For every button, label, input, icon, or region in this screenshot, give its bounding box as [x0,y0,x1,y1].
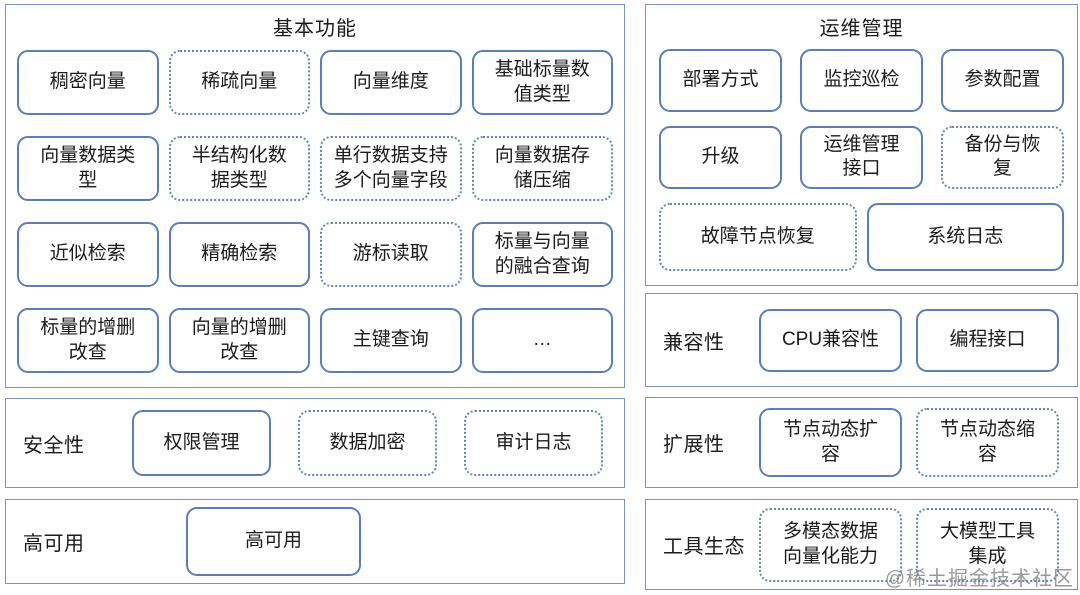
feature-label: 节点动态缩 容 [939,419,1035,465]
panel-compatibility: 兼容性 CPU兼容性 编程接口 [645,293,1078,387]
feature-box-parameter-config: 参数配置 [941,49,1064,112]
feature-label: 高可用 [244,530,302,552]
feature-label: 部署方式 [682,69,759,91]
feature-box-more-ellipsis: … [471,308,613,373]
feature-label: 游标读取 [352,243,429,265]
feature-label: … [532,329,552,351]
feature-label: 参数配置 [964,69,1041,91]
feature-box-multimodal-vectorization: 多模态数据 向量化能力 [759,507,902,582]
feature-box-backup-restore: 备份与恢 复 [941,125,1064,189]
panel-title-basic-functions: 基本功能 [273,18,357,40]
feature-label: 故障节点恢复 [700,225,815,247]
feature-box-system-log: 系统日志 [866,202,1064,271]
feature-box-audit-log: 审计日志 [464,410,603,476]
panel-basic-functions: 基本功能 稠密向量 稀疏向量 向量维度 基础标量数 值类型 向量数据类 型 半结… [5,4,625,388]
feature-label: 标量的增删 改查 [40,317,136,363]
feature-box-approximate-search: 近似检索 [17,222,159,287]
feature-box-storage-compression: 向量数据存 储压缩 [471,136,613,201]
feature-label: 系统日志 [927,225,1004,247]
panel-ops-management: 运维管理 部署方式 监控巡检 参数配置 升级 运维管理 接口 备份与恢 复 故障… [645,4,1078,286]
feature-label: 稀疏向量 [201,71,278,93]
feature-box-cursor-read: 游标读取 [320,222,462,287]
panel-title-ops-management: 运维管理 [819,18,904,40]
feature-label: 基础标量数 值类型 [494,59,590,105]
feature-label: 升级 [701,146,740,168]
feature-box-failure-node-recovery: 故障节点恢复 [659,202,857,271]
panel-label-scalability: 扩展性 [663,434,725,456]
panel-label-security: 安全性 [23,434,85,457]
feature-label: 大模型工具 集成 [939,521,1035,567]
panel-scalability: 扩展性 节点动态扩 容 节点动态缩 容 [645,397,1078,488]
feature-box-multi-vector-fields: 单行数据支持 多个向量字段 [320,136,462,201]
panel-security: 安全性 权限管理 数据加密 审计日志 [5,398,625,488]
feature-box-cpu-compatibility: CPU兼容性 [759,308,902,372]
feature-label: 向量数据类 型 [40,145,136,191]
panel-tool-ecosystem: 工具生态 多模态数据 向量化能力 大模型工具 集成 [645,499,1078,590]
feature-label: 运维管理 接口 [823,134,900,180]
feature-box-data-encryption: 数据加密 [298,410,437,476]
feature-label: 数据加密 [329,431,406,453]
feature-box-hybrid-query: 标量与向量 的融合查询 [471,222,613,287]
feature-box-vector-data-type: 向量数据类 型 [17,136,159,201]
panel-label-high-availability: 高可用 [23,533,85,555]
feature-label: 主键查询 [352,329,429,351]
panel-high-availability: 高可用 高可用 [5,499,625,584]
panel-label-compatibility: 兼容性 [663,331,725,354]
feature-box-dynamic-scale-in: 节点动态缩 容 [916,408,1059,477]
feature-label: CPU兼容性 [781,328,880,350]
feature-box-programming-api: 编程接口 [916,308,1059,372]
feature-box-upgrade: 升级 [659,125,782,189]
feature-box-dense-vector: 稠密向量 [17,50,159,115]
feature-label: 单行数据支持 多个向量字段 [333,145,448,191]
feature-box-permission-management: 权限管理 [132,410,271,476]
feature-label: 精确检索 [201,243,278,265]
ops-management-bottom-row: 故障节点恢复 系统日志 [646,189,1077,285]
feature-label: 备份与恢 复 [964,134,1041,180]
feature-label: 权限管理 [163,431,240,453]
feature-box-vector-crud: 向量的增删 改查 [168,308,310,373]
ops-management-grid: 部署方式 监控巡检 参数配置 升级 运维管理 接口 备份与恢 复 [646,41,1077,189]
feature-label: 向量的增删 改查 [191,317,287,363]
feature-label: 审计日志 [495,431,572,453]
feature-label: 半结构化数 据类型 [191,145,287,191]
feature-box-vector-dimension: 向量维度 [320,50,462,115]
feature-label: 编程接口 [949,328,1026,350]
feature-box-monitoring: 监控巡检 [800,49,923,112]
feature-label: 标量与向量 的融合查询 [494,231,590,277]
feature-box-scalar-crud: 标量的增删 改查 [17,308,159,373]
feature-label: 近似检索 [49,243,126,265]
feature-label: 稠密向量 [49,71,126,93]
feature-box-llm-tool-integration: 大模型工具 集成 [916,507,1059,582]
feature-box-high-availability: 高可用 [186,507,361,576]
feature-label: 节点动态扩 容 [782,419,878,465]
feature-box-scalar-numeric-types: 基础标量数 值类型 [471,50,613,115]
feature-box-deployment-mode: 部署方式 [659,49,782,112]
feature-label: 监控巡检 [823,69,900,91]
feature-label: 多模态数据 向量化能力 [782,521,878,567]
feature-box-ops-api: 运维管理 接口 [800,125,923,189]
basic-functions-grid: 稠密向量 稀疏向量 向量维度 基础标量数 值类型 向量数据类 型 半结构化数 据… [6,41,624,387]
feature-box-sparse-vector: 稀疏向量 [168,50,310,115]
feature-label: 向量维度 [352,71,429,93]
panel-label-tool-ecosystem: 工具生态 [663,536,745,558]
feature-box-dynamic-scale-out: 节点动态扩 容 [759,408,902,477]
feature-label: 向量数据存 储压缩 [494,145,590,191]
feature-box-semi-structured-data: 半结构化数 据类型 [168,136,310,201]
feature-box-exact-search: 精确检索 [168,222,310,287]
feature-box-primary-key-query: 主键查询 [320,308,462,373]
